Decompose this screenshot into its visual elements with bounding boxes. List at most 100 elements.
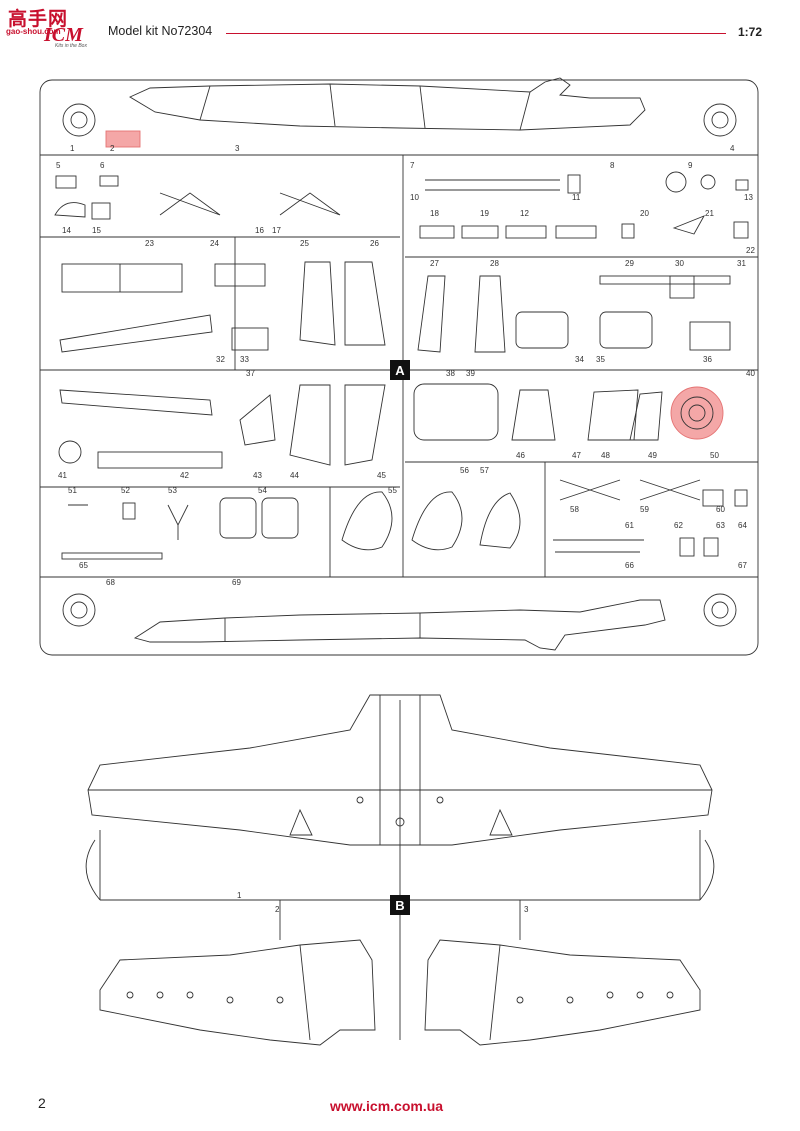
part-number-tag: 66: [625, 561, 634, 570]
part-number-tag: 55: [388, 486, 397, 495]
sprue-b-frame: [85, 700, 715, 1040]
page-header: 高手网 gao-shou.com ICM Kits in the Box Mod…: [0, 0, 800, 50]
part-number-tag: 27: [430, 259, 439, 268]
part-number-tag: 57: [480, 466, 489, 475]
parts-top-right: [419, 171, 749, 239]
part-number-tag: 35: [596, 355, 605, 364]
part-number-tag: 41: [58, 471, 67, 480]
part-number-tag: 53: [168, 486, 177, 495]
part-number-tag: 62: [674, 521, 683, 530]
part-number-tag: 48: [601, 451, 610, 460]
part-number-tag: 8: [610, 161, 615, 170]
part-number-tag: 20: [640, 209, 649, 218]
brand-tagline: Kits in the Box: [55, 43, 87, 49]
part-number-tag: 69: [232, 578, 241, 587]
part-number-tag: 59: [640, 505, 649, 514]
part-number-tag: 51: [68, 486, 77, 495]
part-number-tag: 56: [460, 466, 469, 475]
part-number-tag: 68: [106, 578, 115, 587]
highlight-part-engine: [670, 386, 724, 440]
part-number-tag: 63: [716, 521, 725, 530]
part-number-tag: 61: [625, 521, 634, 530]
part-number-tag: 38: [446, 369, 455, 378]
part-number-tag: 2: [275, 905, 280, 914]
part-number-tag: 25: [300, 239, 309, 248]
part-number-tag: 16: [255, 226, 264, 235]
part-number-tag: 26: [370, 239, 379, 248]
part-number-tag: 15: [92, 226, 101, 235]
part-number-tag: 43: [253, 471, 262, 480]
part-number-tag: 50: [710, 451, 719, 460]
part-number-tag: 12: [520, 209, 529, 218]
part-number-tag: 1: [70, 144, 75, 153]
part-number-tag: 44: [290, 471, 299, 480]
part-number-tag: 39: [466, 369, 475, 378]
part-number-tag: 33: [240, 355, 249, 364]
part-number-tag: 19: [480, 209, 489, 218]
part-number-tag: 24: [210, 239, 219, 248]
part-number-tag: 11: [572, 193, 581, 202]
part-number-tag: 2: [110, 144, 115, 153]
kit-title: Model kit No72304: [108, 24, 213, 38]
part-number-tag: 17: [272, 226, 281, 235]
part-number-tag: 28: [490, 259, 499, 268]
part-number-tag: 30: [675, 259, 684, 268]
highlight-part: [105, 130, 141, 148]
sprue-b-label-box: [390, 895, 410, 915]
part-number-tag: 46: [516, 451, 525, 460]
part-number-tag: 6: [100, 161, 105, 170]
part-number-tag: 58: [570, 505, 579, 514]
part-number-tag: 54: [258, 486, 267, 495]
part-number-tag: 60: [716, 505, 725, 514]
parts-top-left: [54, 175, 341, 220]
part-number-tag: 52: [121, 486, 130, 495]
parts-bottom-left: [61, 491, 393, 560]
canopy-frames: [413, 383, 663, 441]
part-number-tag: 14: [62, 226, 71, 235]
part-number-tag: 1: [237, 891, 242, 900]
part-number-tag: 65: [79, 561, 88, 570]
wing-lower-left: [99, 939, 376, 1046]
part-number-tag: 37: [246, 369, 255, 378]
sprue-b-label: B: [395, 898, 404, 913]
part-number-tag: 10: [410, 193, 419, 202]
part-number-tag: 31: [737, 259, 746, 268]
tail-parts-right: [417, 275, 731, 353]
fuselage-half-upper: [62, 77, 737, 137]
website-link[interactable]: www.icm.com.ua: [330, 1098, 444, 1114]
part-number-tag: 42: [180, 471, 189, 480]
part-number-tag: 4: [730, 144, 735, 153]
part-number-tag: 18: [430, 209, 439, 218]
site-logo-url: gao-shou.com: [6, 27, 61, 36]
flap-parts-left: [58, 263, 269, 469]
brand-logo: ICM: [44, 24, 83, 46]
parts-bottom-right: [411, 479, 748, 557]
part-number-tag: 47: [572, 451, 581, 460]
control-surfaces: [214, 261, 386, 466]
part-number-tag: 3: [235, 144, 240, 153]
part-number-tag: 23: [145, 239, 154, 248]
part-number-tag: 67: [738, 561, 747, 570]
part-number-tag: 22: [746, 246, 755, 255]
header-divider: [226, 33, 726, 34]
part-number-tag: 9: [688, 161, 693, 170]
wing-lower-right: [424, 939, 701, 1046]
wing-upper: [87, 694, 713, 846]
fuselage-half-lower: [62, 593, 737, 651]
kit-scale: 1:72: [738, 25, 763, 39]
sprue-a-label-box: [390, 360, 410, 380]
part-number-tag: 40: [746, 369, 755, 378]
page-number: 2: [38, 1095, 46, 1111]
part-number-tag: 64: [738, 521, 747, 530]
part-number-tag: 5: [56, 161, 61, 170]
part-number-tag: 36: [703, 355, 712, 364]
part-number-tag: 45: [377, 471, 386, 480]
part-number-tag: 29: [625, 259, 634, 268]
part-number-tag: 7: [410, 161, 415, 170]
part-number-tag: 49: [648, 451, 657, 460]
part-number-tag: 21: [705, 209, 714, 218]
site-logo-text[interactable]: 高手网: [8, 8, 69, 30]
